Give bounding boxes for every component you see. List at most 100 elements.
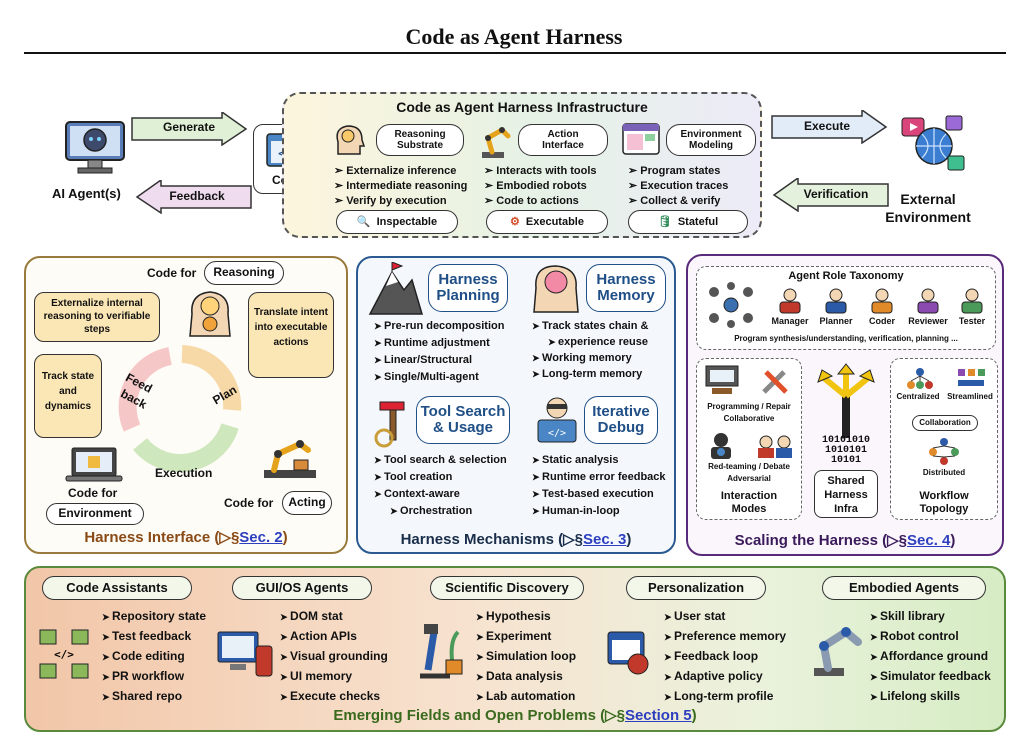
code-cubes-icon: </>	[39, 629, 89, 679]
brain-head-icon	[336, 125, 366, 155]
scaling-footer: Scaling the Harness (▷§Sec. 4)	[734, 532, 956, 549]
tool-list: Tool search & selectionTool creationCont…	[374, 452, 507, 520]
collaboration-pill: Collaboration	[912, 415, 978, 431]
generate-arrow	[131, 112, 248, 146]
manager-icon	[779, 288, 801, 314]
distributed-label: Distributed	[922, 468, 966, 477]
role-planner: Planner	[819, 316, 853, 326]
centralized-icon	[907, 368, 933, 389]
page-title: Code as Agent Harness	[405, 24, 623, 49]
field-list-personalization: User statPreference memoryFeedback loopA…	[664, 607, 786, 707]
reasoning-pill: Reasoning	[204, 261, 284, 285]
microscope-plant-icon	[420, 624, 463, 679]
field-list-embodied: Skill libraryRobot controlAffordance gro…	[870, 607, 991, 707]
magnifier-icon: 🔍	[356, 215, 371, 228]
section-5-link[interactable]: Section 5	[624, 707, 692, 724]
executable-tag: ⚙Executable	[486, 210, 608, 234]
globe-network-icon	[901, 115, 965, 171]
red-team-label: Red-teaming / Debate	[708, 462, 790, 471]
title-rule	[24, 52, 1006, 54]
role-manager: Manager	[771, 316, 809, 326]
harness-interface-footer: Harness Interface (▷§Sec. 2)	[84, 529, 288, 546]
coder-icon	[871, 288, 893, 314]
robot-arm-acting-icon	[264, 440, 316, 478]
svg-text:</>: </>	[54, 648, 74, 661]
field-pill-embodied: Embodied Agents	[822, 576, 986, 600]
role-reviewer: Reviewer	[908, 316, 948, 326]
role-tester: Tester	[958, 316, 986, 326]
distributed-icon	[929, 438, 959, 465]
field-list-code-assistants: Repository stateTest feedbackCode editin…	[102, 607, 206, 707]
field-pill-code-assistants: Code Assistants	[42, 576, 192, 600]
verification-label: Verification	[803, 187, 869, 201]
action-interface-list: Interacts with toolsEmbodied robotsCode …	[484, 164, 596, 209]
acting-pill: Acting	[282, 491, 332, 515]
cycle-arrows-icon	[118, 345, 242, 472]
robot-arm-embodied-icon	[814, 627, 862, 676]
environment-pill: Environment	[46, 503, 144, 525]
streamlined-icon	[958, 369, 985, 386]
programming-icon	[705, 365, 739, 394]
environment-window-icon	[622, 123, 660, 155]
team-network-icon	[709, 282, 753, 328]
emerging-fields-footer: Emerging Fields and Open Problems (▷§Sec…	[333, 707, 697, 724]
debate-icon	[758, 435, 792, 458]
tester-icon	[961, 288, 983, 314]
code-for-env-label: Code for	[68, 486, 118, 500]
sec-4-link[interactable]: Sec. 4	[907, 532, 951, 549]
field-pill-scientific: Scientific Discovery	[430, 576, 584, 600]
sec-2-link[interactable]: Sec. 2	[239, 529, 283, 546]
environment-modeling-list: Program statesExecution tracesCollect & …	[628, 164, 728, 209]
feedback-label: Feedback	[169, 189, 225, 203]
role-caption: Program synthesis/understanding, verific…	[734, 334, 958, 343]
field-list-gui-os: DOM statAction APIsVisual groundingUI me…	[280, 607, 388, 707]
reasoning-substrate-list: Externalize inferenceIntermediate reason…	[334, 164, 467, 209]
code-for-act-label: Code for	[224, 496, 274, 510]
hammer-rope-icon	[374, 401, 405, 448]
planner-icon	[825, 288, 847, 314]
debug-list: Static analysisRuntime error feedbackTes…	[532, 452, 665, 520]
execution-label: Execution	[155, 466, 213, 480]
infra-title: Code as Agent Harness Infrastructure	[396, 99, 648, 115]
database-icon: 🛢	[657, 215, 672, 228]
robot-arm-icon	[482, 126, 511, 158]
prog-repair-label: Programming / Repair	[707, 402, 791, 411]
gear-icon: ⚙	[510, 215, 520, 228]
role-coder: Coder	[868, 316, 895, 326]
execute-label: Execute	[803, 119, 851, 133]
stateful-tag: 🛢Stateful	[628, 210, 748, 234]
brain-gear-icon	[189, 291, 231, 337]
memory-list: Track states chain &experience reuseWork…	[532, 318, 648, 382]
gui-devices-icon	[217, 631, 273, 677]
planning-list: Pre-run decompositionRuntime adjustmentL…	[374, 318, 504, 386]
bubble-externalize: Externalize internal reasoning to verifi…	[34, 292, 160, 342]
calendar-profile-icon	[607, 631, 649, 675]
laptop-icon	[65, 447, 123, 482]
bubble-track: Track state and dynamics	[34, 354, 102, 438]
tool-search-pill: Tool Search& Usage	[416, 396, 510, 444]
sec-3-link[interactable]: Sec. 3	[583, 531, 627, 548]
feedback-arrow	[135, 180, 252, 214]
adversarial-label: Adversarial	[727, 474, 771, 483]
collaborative-label: Collaborative	[723, 414, 775, 423]
field-list-scientific: HypothesisExperimentSimulation loopData …	[476, 607, 576, 707]
developer-icon: </>	[537, 397, 577, 443]
centralized-label: Centralized	[896, 392, 940, 401]
ai-agent-label: AI Agent(s)	[52, 186, 121, 201]
red-team-icon	[711, 433, 731, 459]
generate-label: Generate	[162, 120, 216, 134]
role-taxonomy-title: Agent Role Taxonomy	[788, 270, 904, 282]
signpost-arrows-icon	[817, 363, 875, 438]
brain-memory-icon	[533, 265, 579, 313]
